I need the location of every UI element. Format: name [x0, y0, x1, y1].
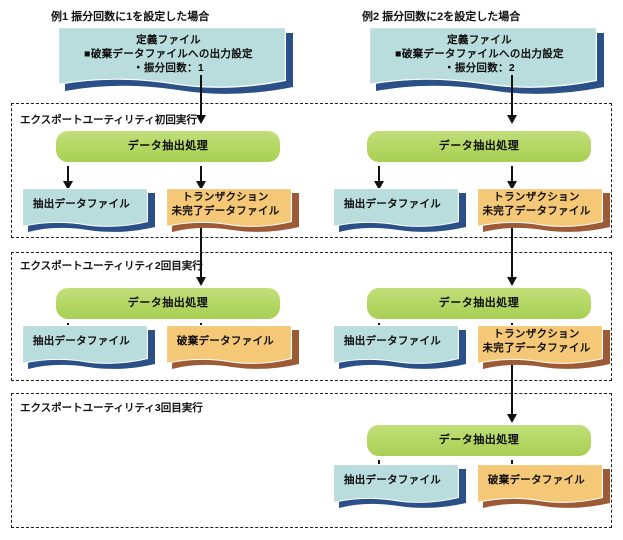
process-ex2-run1: データ抽出処理 — [367, 131, 595, 166]
process-ex2-run3-label: データ抽出処理 — [438, 433, 520, 446]
process-ex1-run1: データ抽出処理 — [56, 131, 284, 166]
file-ex2-run3-extracted: 抽出データファイル — [333, 464, 466, 508]
file-ex2-run3-discard: 破棄データファイル — [477, 464, 610, 508]
file-ex1-run1-transaction: トランザクション 未完了データファイル — [166, 188, 299, 232]
phase-box-run3 — [11, 393, 612, 528]
file-ex2-run1-transaction: トランザクション 未完了データファイル — [477, 188, 610, 232]
process-ex1-run2: データ抽出処理 — [56, 288, 284, 323]
phase-box-run2 — [11, 252, 612, 381]
phase-label-run2: エクスポートユーティリティ2回目実行 — [20, 260, 203, 272]
file-ex1-run2-extracted: 抽出データファイル — [22, 325, 155, 369]
process-ex1-run2-label: データ抽出処理 — [127, 296, 209, 309]
file-ex1-run2-discard: 破棄データファイル — [166, 325, 299, 369]
process-ex2-run1-label: データ抽出処理 — [438, 139, 520, 152]
column-title-example1: 例1 振分回数に1を設定した場合 — [51, 11, 210, 23]
column-title-example2: 例2 振分回数に2を設定した場合 — [362, 11, 521, 23]
definition-file-example2: 定義ファイル ■破棄データファイルへの出力設定 ・振分回数：2 — [369, 27, 604, 94]
process-ex2-run2: データ抽出処理 — [367, 288, 595, 323]
file-ex2-run2-extracted: 抽出データファイル — [333, 325, 466, 369]
phase-box-run1 — [11, 103, 612, 238]
phase-label-run3: エクスポートユーティリティ3回目実行 — [20, 402, 203, 414]
definition-file-example1: 定義ファイル ■破棄データファイルへの出力設定 ・振分回数：1 — [58, 27, 293, 94]
file-ex1-run1-extracted: 抽出データファイル — [22, 188, 155, 232]
file-ex2-run1-extracted: 抽出データファイル — [333, 188, 466, 232]
file-ex2-run2-transaction: トランザクション 未完了データファイル — [477, 325, 610, 369]
process-ex2-run2-label: データ抽出処理 — [438, 296, 520, 309]
process-ex2-run3: データ抽出処理 — [367, 425, 595, 460]
process-ex1-run1-label: データ抽出処理 — [127, 139, 209, 152]
phase-label-run1: エクスポートユーティリティ初回実行 — [20, 114, 197, 126]
